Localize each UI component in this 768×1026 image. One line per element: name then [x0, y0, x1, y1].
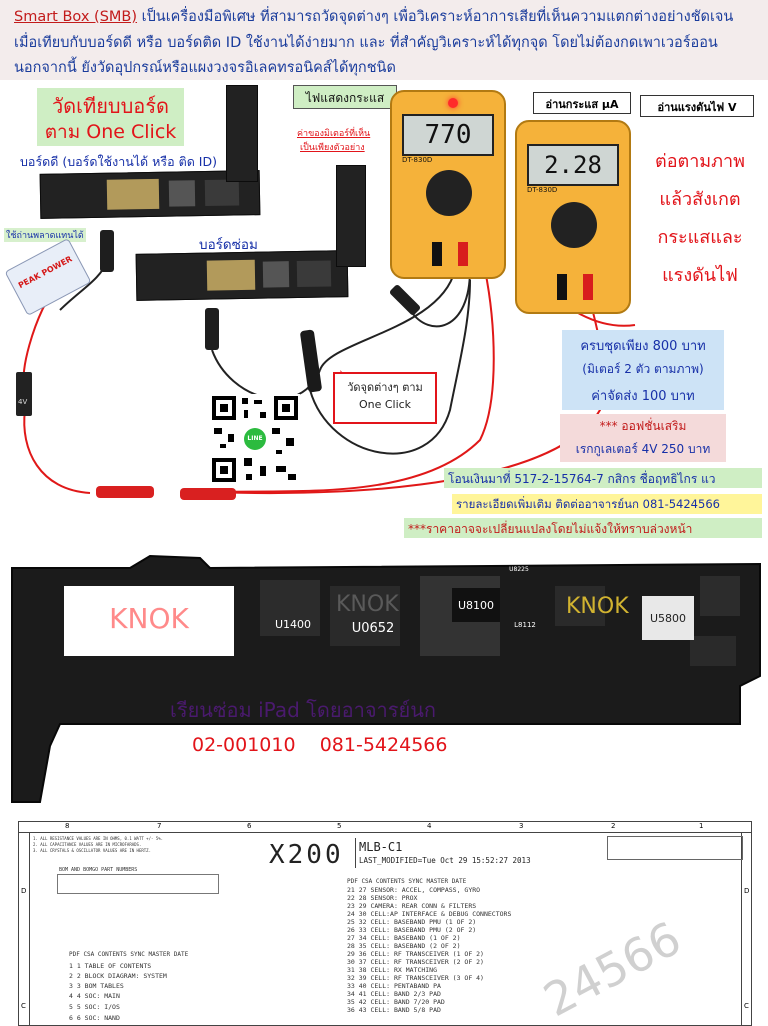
contact-info: รายละเอียดเพิ่มเติม ติดต่ออาจารย์นก 081-… — [452, 494, 762, 514]
clip-icon — [205, 308, 219, 350]
schematic-last-modified: LAST_MODIFIED=Tue Oct 29 15:52:27 2013 — [359, 856, 531, 865]
header-line-1: Smart Box (SMB) เป็นเครื่องมือพิเศษ ที่ส… — [14, 9, 734, 25]
chip-label: U1900 — [292, 559, 312, 567]
current-meter-display: 770 — [402, 114, 494, 156]
header-product-name: Smart Box (SMB) — [14, 9, 138, 25]
jack-icon — [458, 242, 468, 266]
schematic-row-ruler-left: D C — [19, 832, 30, 1025]
schematic-watermark: 24566 — [534, 910, 690, 1026]
clip-icon — [100, 230, 114, 272]
header-line-3: นอกจากนี้ ยังวัดอุปกรณ์หรือแผงวงจรอิเลคท… — [14, 60, 396, 76]
instruction-3: กระแสและ — [657, 227, 743, 248]
indicator-light-icon — [448, 98, 458, 108]
course-phones: 02-001010 081-5424566 — [192, 734, 448, 756]
repair-board-flex — [336, 165, 366, 267]
meter-note-2: เป็นเพียงตัวอย่าง — [300, 143, 365, 153]
instruction-4: แรงดันไฟ — [662, 265, 738, 286]
price-notice: ***ราคาอาจจะเปลี่ยนแปลงโดยไม่แจ้งให้ทราบ… — [404, 518, 762, 538]
chip-label: U5800 — [642, 596, 694, 640]
schematic-column-ruler: 8 7 6 5 4 3 2 1 — [19, 822, 751, 833]
instruction-2: แล้วสังเกต — [659, 189, 741, 210]
knok-watermark-left: KNOK — [64, 586, 234, 656]
good-board-flex — [226, 85, 258, 182]
qr-code-icon — [210, 394, 300, 484]
current-reading-label: อ่านกระแส µA — [533, 92, 631, 114]
knok-watermark-mid: KNOK — [336, 592, 399, 617]
rotary-dial-icon — [426, 170, 472, 216]
battery-label: ใช้ถ่านพลาดแทนได้ — [4, 228, 86, 242]
voltage-meter-display: 2.28 — [527, 144, 619, 186]
chip-label: U0652 — [351, 620, 395, 636]
chip-label: U8100 — [452, 588, 500, 622]
instruction-1: ต่อตามภาพ — [655, 151, 745, 172]
jack-icon — [432, 242, 442, 266]
setup-diagram: วัดเทียบบอร์ด ตาม One Click บอร์ดดี (บอร… — [0, 80, 768, 545]
pricing-box: ครบชุดเพียง 800 บาท (มิเตอร์ 2 ตัว ตามภา… — [562, 330, 724, 410]
knok-watermark-right: KNOK — [566, 594, 629, 619]
schematic-board-name: MLB-C1 — [359, 840, 403, 854]
schematic-row-ruler-right: D C — [741, 832, 751, 1025]
header-line-2: เมื่อเทียบกับบอร์ดดี หรือ บอร์ดติด ID ใช… — [14, 35, 718, 51]
chip-label: U1400 — [274, 617, 312, 631]
regulator-cable: 4V — [16, 372, 32, 416]
jack-icon — [557, 274, 567, 300]
rotary-dial-icon — [551, 202, 597, 248]
chip-label: L8112 — [514, 621, 536, 629]
ipad-board-section: KNOK KNOK KNOK U1400 U0652 U8100 U5800 U… — [0, 546, 768, 808]
voltage-reading-label: อ่านแรงดันไฟ V — [640, 95, 754, 117]
measure-label-box: วัดจุดต่างๆ ตาม One Click — [333, 372, 437, 424]
voltage-meter: 2.28 DT-830D — [515, 120, 631, 314]
red-clip-icon — [96, 486, 154, 498]
course-title: เรียนซ่อม iPad โดยอาจารย์นก — [170, 698, 437, 722]
repair-board-label: บอร์ดซ่อม — [199, 237, 258, 253]
revision-block — [607, 836, 743, 860]
chip-label: U8225 — [509, 565, 529, 573]
schematic-sheet: 8 7 6 5 4 3 2 1 D C D C 1. ALL RESISTANC… — [18, 821, 752, 1026]
bom-table — [57, 874, 219, 894]
option-box: *** ออฟชั่นเสริม เรกกูเลเตอร์ 4V 250 บาท — [560, 414, 726, 462]
transfer-info: โอนเงินมาที่ 517-2-15764-7 กสิกร ชื่อฤทธ… — [444, 468, 762, 488]
good-board-label: บอร์ดดี (บอร์ดใช้งานได้ หรือ ติด ID) — [20, 154, 217, 169]
red-clip-icon — [180, 488, 236, 500]
header-banner: Smart Box (SMB) เป็นเครื่องมือพิเศษ ที่ส… — [0, 0, 768, 80]
meter-note-1: ค่าของมิเตอร์ที่เห็น — [297, 129, 371, 139]
schematic-title: X200 — [269, 840, 344, 870]
qr-code[interactable]: LINE — [210, 394, 300, 484]
repair-board-image — [135, 250, 349, 301]
compare-title-box: วัดเทียบบอร์ด ตาม One Click — [37, 88, 184, 146]
current-meter: 770 DT-830D — [390, 90, 506, 279]
jack-icon — [583, 274, 593, 300]
current-light-label: ไฟแสดงกระแส — [293, 85, 397, 109]
